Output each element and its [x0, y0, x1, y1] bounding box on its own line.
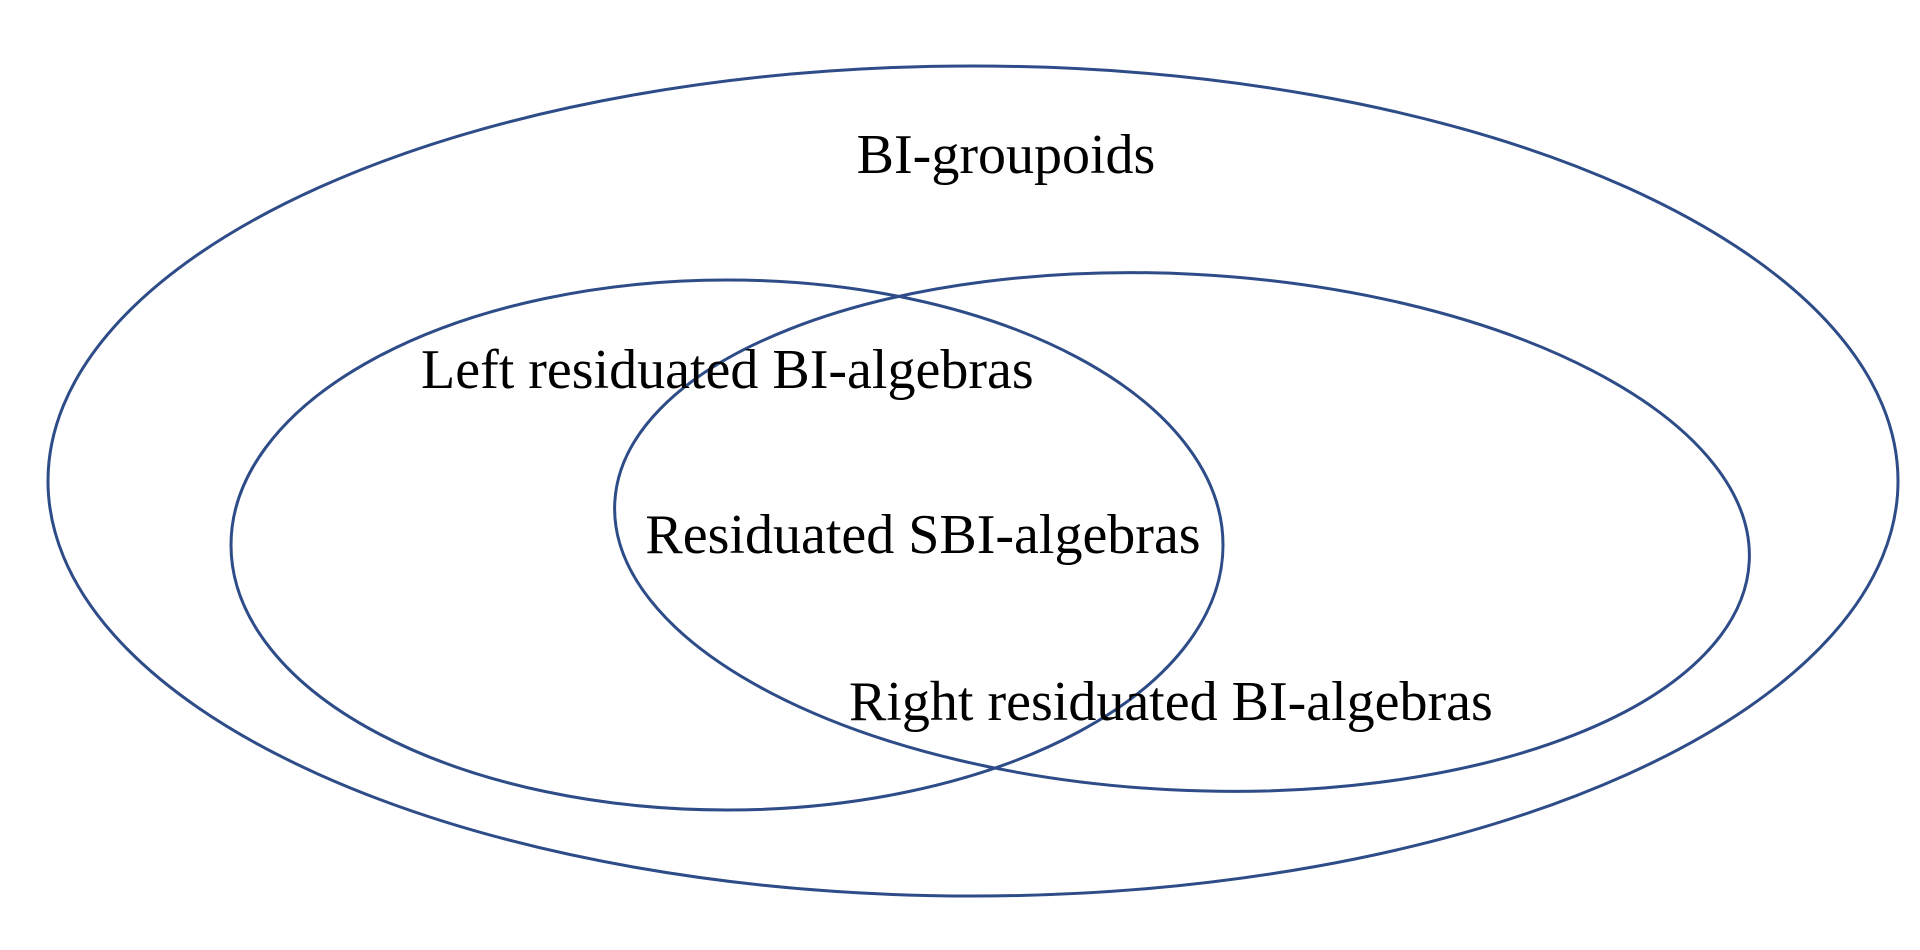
residuated-sbi-label: Residuated SBI-algebras: [645, 504, 1200, 566]
bi-groupoids-label: BI-groupoids: [857, 124, 1156, 186]
right-residuated-label: Right residuated BI-algebras: [849, 671, 1493, 733]
bi-groupoids-ellipse: [46, 64, 1900, 898]
left-residuated-ellipse: [229, 278, 1225, 812]
right-residuated-ellipse: [613, 271, 1751, 793]
left-residuated-label: Left residuated BI-algebras: [421, 339, 1034, 401]
